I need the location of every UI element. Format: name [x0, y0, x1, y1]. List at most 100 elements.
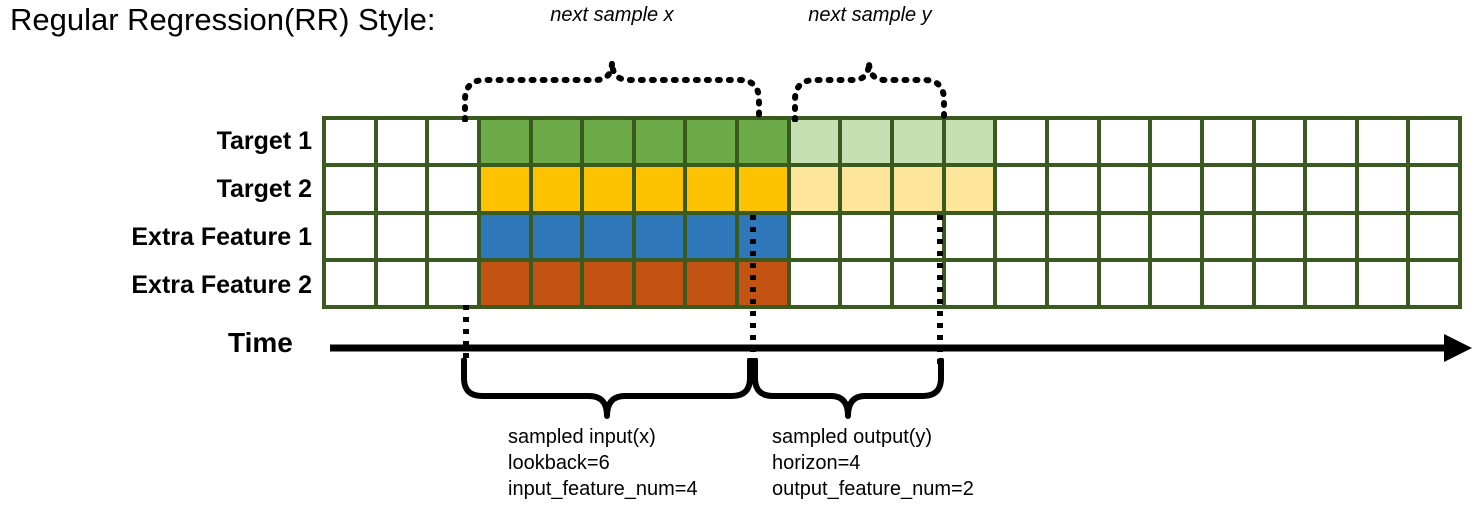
- grid-cell: [997, 167, 1045, 211]
- next-sample-y-label: next sample y: [808, 4, 932, 26]
- grid-row-target-1: [326, 120, 1459, 164]
- sampled-output-line-3: output_feature_num=2: [772, 478, 974, 500]
- grid-cell: [584, 120, 632, 164]
- grid-cell: [1410, 167, 1459, 211]
- grid-cell: [1410, 120, 1459, 164]
- grid-cell: [894, 120, 942, 164]
- time-axis-arrow: [330, 334, 1472, 362]
- grid-cell: [480, 261, 529, 305]
- grid-cell: [1255, 120, 1304, 164]
- grid-cell: [1307, 167, 1355, 211]
- row-label-extra-feature-2: Extra Feature 2: [131, 271, 312, 299]
- grid-cell: [1410, 214, 1459, 258]
- grid-cell: [739, 167, 787, 211]
- grid-cell: [326, 120, 374, 164]
- grid-cell: [1152, 261, 1200, 305]
- grid-cell: [997, 261, 1045, 305]
- grid-cell: [894, 167, 942, 211]
- grid-cell: [326, 214, 374, 258]
- sampled-input-line-2: lookback=6: [508, 452, 610, 474]
- grid-cell: [1255, 261, 1304, 305]
- grid-cell: [1255, 167, 1304, 211]
- grid-cell: [894, 214, 942, 258]
- grid-cell: [1307, 214, 1355, 258]
- grid-cell: [1048, 214, 1097, 258]
- grid-cell: [532, 120, 581, 164]
- grid-cell: [790, 214, 839, 258]
- grid-cell: [326, 261, 374, 305]
- grid-cell: [532, 214, 581, 258]
- grid-cell: [997, 120, 1045, 164]
- row-label-extra-feature-1: Extra Feature 1: [131, 223, 312, 251]
- grid-cell: [1100, 214, 1149, 258]
- grid-cell: [945, 261, 994, 305]
- grid-cell: [790, 120, 839, 164]
- row-label-target-2: Target 2: [216, 175, 312, 203]
- grid-row-target-2: [326, 167, 1459, 211]
- grid-cell: [945, 167, 994, 211]
- grid-cell: [635, 167, 684, 211]
- grid-cell: [1048, 261, 1097, 305]
- grid-cell: [480, 214, 529, 258]
- grid-cell: [326, 167, 374, 211]
- grid-cell: [1100, 167, 1149, 211]
- grid-cell: [584, 167, 632, 211]
- grid-cell: [1152, 120, 1200, 164]
- grid-cell: [480, 167, 529, 211]
- timeseries-grid: [322, 116, 1462, 309]
- grid-cell: [377, 120, 426, 164]
- grid-cell: [1203, 167, 1252, 211]
- sampled-output-caption: sampled output(y) horizon=4 output_featu…: [772, 424, 974, 502]
- dropline-input-end: [750, 215, 756, 365]
- grid-cell: [429, 214, 477, 258]
- page-title: Regular Regression(RR) Style:: [10, 2, 436, 37]
- grid-cell: [635, 214, 684, 258]
- grid-cell: [429, 120, 477, 164]
- grid-cell: [377, 214, 426, 258]
- next-sample-x-label: next sample x: [550, 4, 674, 26]
- grid-cell: [532, 261, 581, 305]
- grid-cell: [687, 261, 736, 305]
- grid-cell: [584, 261, 632, 305]
- grid-cell: [1203, 261, 1252, 305]
- grid-cell: [842, 214, 891, 258]
- grid-cell: [532, 167, 581, 211]
- grid-cell: [739, 214, 787, 258]
- grid-cell: [1152, 167, 1200, 211]
- grid-cell: [790, 167, 839, 211]
- grid-cell: [584, 214, 632, 258]
- grid-cell: [429, 167, 477, 211]
- grid-cell: [1358, 214, 1407, 258]
- grid-cell: [842, 261, 891, 305]
- grid-row-extra-feature-1: [326, 214, 1459, 258]
- grid-cell: [739, 120, 787, 164]
- grid-cell: [377, 261, 426, 305]
- sampled-input-line-3: input_feature_num=4: [508, 478, 698, 500]
- grid-cell: [429, 261, 477, 305]
- dropline-input-start: [463, 305, 469, 365]
- grid-cell: [687, 167, 736, 211]
- time-axis-label: Time: [228, 327, 293, 358]
- sampled-input-brace: [461, 358, 753, 419]
- grid-cell: [1100, 120, 1149, 164]
- grid-cell: [480, 120, 529, 164]
- grid-cell: [945, 120, 994, 164]
- grid-cell: [842, 120, 891, 164]
- grid-cell: [1100, 261, 1149, 305]
- grid-cell: [635, 261, 684, 305]
- grid-cell: [790, 261, 839, 305]
- grid-cell: [739, 261, 787, 305]
- grid-cell: [1255, 214, 1304, 258]
- sampled-output-brace: [752, 358, 944, 419]
- sampled-input-line-1: sampled input(x): [508, 426, 656, 448]
- row-label-target-1: Target 1: [216, 127, 312, 155]
- sampled-output-line-2: horizon=4: [772, 452, 861, 474]
- grid-cell: [1307, 120, 1355, 164]
- grid-cell: [687, 214, 736, 258]
- grid-cell: [997, 214, 1045, 258]
- sampled-input-caption: sampled input(x) lookback=6 input_featur…: [508, 424, 698, 502]
- grid-cell: [1358, 167, 1407, 211]
- grid-cell: [1410, 261, 1459, 305]
- grid-cell: [1203, 120, 1252, 164]
